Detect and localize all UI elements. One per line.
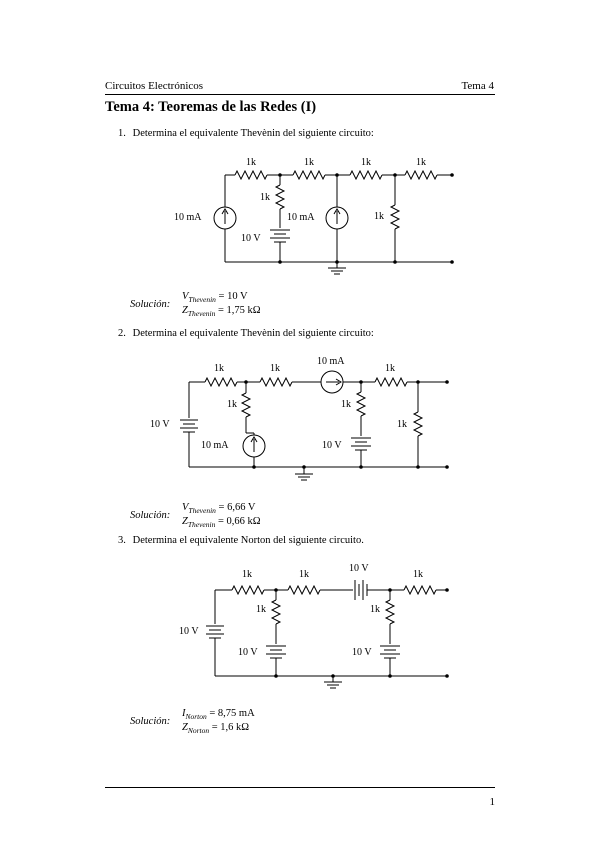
solution-2-eq2: ZThevenin = 0,66 kΩ (182, 516, 261, 530)
resistor-icon (404, 169, 438, 181)
problem-1-number: 1. (118, 128, 126, 139)
circuit-2-label-v1: 10 V (150, 419, 170, 430)
circuit-2-label-r2: 1k (270, 363, 280, 374)
resistor-icon (374, 376, 408, 388)
problem-3-statement: 3. Determina el equivalente Norton del s… (118, 535, 364, 546)
circuit-3-label-r2: 1k (299, 569, 309, 580)
problem-3-number: 3. (118, 535, 126, 546)
circuit-3-label-v-series: 10 V (349, 563, 369, 574)
circuit-2-label-r5: 1k (341, 399, 351, 410)
circuit-1-label-r3: 1k (361, 157, 371, 168)
resistor-icon (412, 411, 424, 437)
solution-3-eq1: INorton = 8,75 mA (182, 708, 255, 722)
header-rule (105, 94, 495, 95)
problem-1-text: Determina el equivalente Thevènin del si… (132, 128, 374, 139)
resistor-icon (240, 392, 252, 418)
resistor-icon (259, 376, 293, 388)
footer-rule (105, 787, 495, 788)
circuit-3-label-v1: 10 V (179, 626, 199, 637)
resistor-icon (270, 599, 282, 625)
resistor-icon (204, 376, 238, 388)
circuit-1-label-r6: 1k (374, 211, 384, 222)
resistor-icon (403, 584, 437, 596)
resistor-icon (231, 584, 265, 596)
circuit-3-label-r4: 1k (256, 604, 266, 615)
circuit-1-label-v1: 10 V (241, 233, 261, 244)
circuit-1-label-r1: 1k (246, 157, 256, 168)
resistor-icon (287, 584, 321, 596)
circuit-1-label-i1: 10 mA (174, 212, 202, 223)
circuit-2-label-r3: 1k (385, 363, 395, 374)
resistor-icon (355, 391, 367, 417)
circuit-2-label-r4: 1k (227, 399, 237, 410)
page-title: Tema 4: Teoremas de las Redes (I) (105, 99, 317, 115)
running-header-left: Circuitos Electrónicos (105, 80, 204, 92)
solution-3-label: Solución: (130, 716, 171, 727)
problem-3-text: Determina el equivalente Norton del sigu… (132, 535, 364, 546)
solution-2-label: Solución: (130, 510, 171, 521)
solution-3-eq2: ZNorton = 1,6 kΩ (182, 722, 250, 736)
circuit-2-label-i2: 10 mA (201, 440, 229, 451)
running-header-right: Tema 4 (461, 80, 494, 92)
circuit-1-label-r2: 1k (304, 157, 314, 168)
solution-2-eq1: VThevenin = 6,66 V (182, 502, 256, 516)
circuit-3-label-v2: 10 V (238, 647, 258, 658)
problem-2-text: Determina el equivalente Thevènin del si… (132, 328, 374, 339)
resistor-icon (349, 169, 383, 181)
circuit-2-label-v2: 10 V (322, 440, 342, 451)
circuit-1-label-r5: 1k (260, 192, 270, 203)
circuit-3-label-r1: 1k (242, 569, 252, 580)
solution-1-eq2: ZThevenin = 1,75 kΩ (182, 305, 261, 319)
circuit-2-label-i1: 10 mA (317, 356, 345, 367)
solution-1-label: Solución: (130, 299, 171, 310)
page-number: 1 (489, 796, 496, 808)
circuit-3-label-v3: 10 V (352, 647, 372, 658)
circuit-2-label-r6: 1k (397, 419, 407, 430)
problem-2-statement: 2. Determina el equivalente Thevènin del… (118, 328, 374, 339)
circuit-3-label-r3: 1k (413, 569, 423, 580)
circuit-2-label-r1: 1k (214, 363, 224, 374)
problem-1-statement: 1. Determina el equivalente Thevènin del… (118, 128, 374, 139)
problem-2-number: 2. (118, 328, 126, 339)
resistor-icon (292, 169, 326, 181)
circuit-3-label-r5: 1k (370, 604, 380, 615)
resistor-icon (389, 204, 401, 230)
solution-1-eq1: VThevenin = 10 V (182, 291, 248, 305)
circuit-1-label-i2: 10 mA (287, 212, 315, 223)
resistor-icon (274, 184, 286, 210)
resistor-icon (234, 169, 268, 181)
circuit-1-label-r4: 1k (416, 157, 426, 168)
resistor-icon (384, 599, 396, 625)
